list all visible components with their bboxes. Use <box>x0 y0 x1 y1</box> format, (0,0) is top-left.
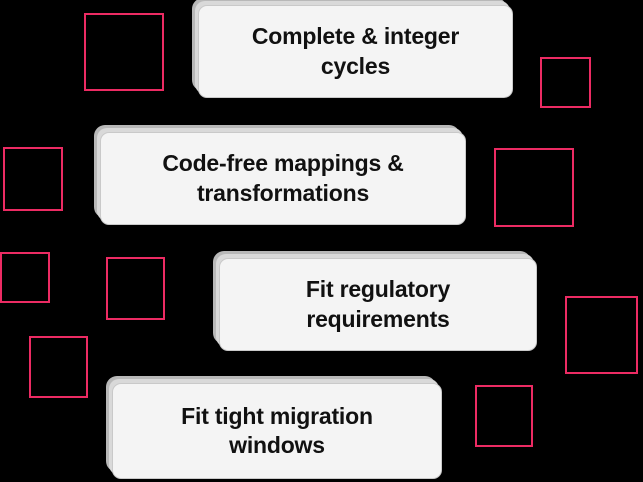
square-left-mid <box>0 252 50 303</box>
card-label: Fit tight migration windows <box>181 402 373 458</box>
square-right-mid <box>565 296 638 374</box>
feature-card-code-free-mappings-transformations[interactable]: Code-free mappings & transformations <box>94 125 466 225</box>
card-face: Complete & integer cycles <box>198 5 513 98</box>
square-top-right <box>540 57 591 108</box>
square-left-upper <box>3 147 63 211</box>
feature-card-fit-tight-migration-windows[interactable]: Fit tight migration windows <box>106 376 442 479</box>
card-face: Fit tight migration windows <box>112 383 442 479</box>
square-top-left <box>84 13 164 91</box>
card-label: Complete & integer cycles <box>251 23 460 79</box>
square-right-upper <box>494 148 574 227</box>
feature-card-complete-integer-cycles[interactable]: Complete & integer cycles <box>192 0 513 98</box>
card-face: Fit regulatory requirements <box>219 258 537 351</box>
card-face: Code-free mappings & transformations <box>100 132 466 225</box>
square-left-mid-inner <box>106 257 165 320</box>
card-label: Code-free mappings & transformations <box>162 150 404 206</box>
card-label: Fit regulatory requirements <box>305 276 451 332</box>
square-left-lower <box>29 336 88 398</box>
square-right-lower <box>475 385 533 447</box>
feature-card-fit-regulatory-requirements[interactable]: Fit regulatory requirements <box>213 251 537 351</box>
